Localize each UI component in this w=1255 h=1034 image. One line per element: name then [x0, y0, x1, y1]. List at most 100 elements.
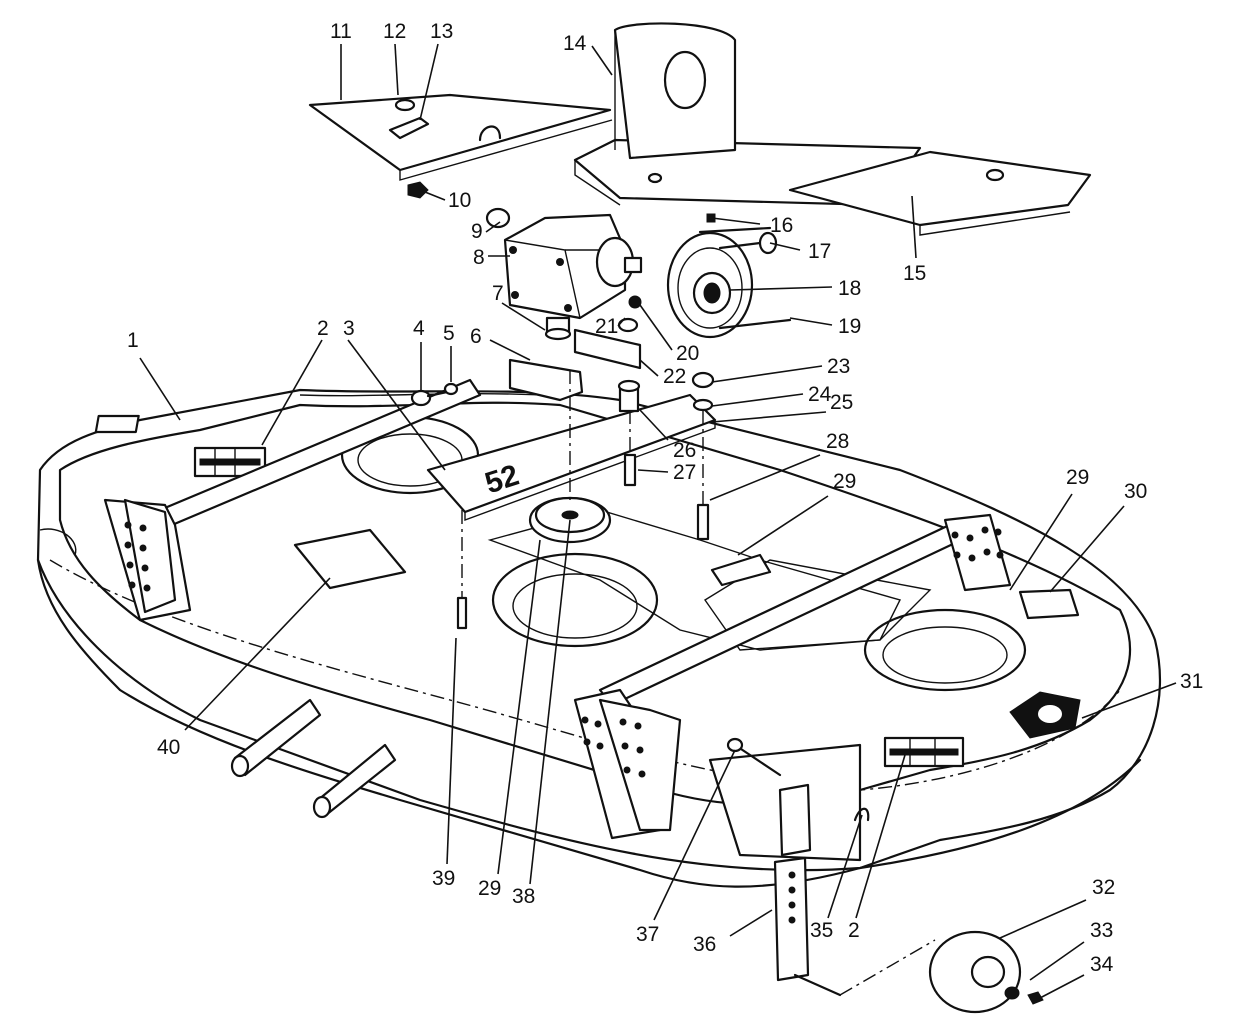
- callout-c32: 32: [1092, 876, 1115, 899]
- nut-23: [691, 371, 715, 389]
- leader-line-c18: [729, 286, 833, 291]
- hardware-39: [456, 510, 468, 630]
- callout-c37: 37: [636, 923, 659, 946]
- callout-c29b: 29: [833, 470, 856, 493]
- leader-line-c21: [617, 317, 626, 327]
- callout-c29c: 29: [478, 877, 501, 900]
- callout-c40: 40: [157, 736, 180, 759]
- callout-c13: 13: [430, 20, 453, 43]
- leader-line-c30: [1049, 505, 1125, 593]
- callout-c22: 22: [663, 365, 686, 388]
- deck-center-panel: [487, 509, 902, 651]
- leader-line-c22: [639, 359, 659, 377]
- leader-line-c29a: [1009, 493, 1073, 591]
- leader-line-c15: [911, 195, 917, 259]
- callout-c12: 12: [383, 20, 406, 43]
- leader-line-c6: [489, 339, 531, 361]
- callout-c20: 20: [676, 342, 699, 365]
- washer-12: [394, 98, 416, 112]
- pin-35: [853, 807, 870, 822]
- decal-29-center: [710, 553, 772, 587]
- gauge-wheel: [928, 930, 1044, 1014]
- bolt-17: [718, 231, 778, 255]
- belt-19: [698, 226, 792, 330]
- front-hanger-rod-right: [573, 513, 1012, 840]
- leader-line-c1: [139, 357, 181, 421]
- callout-c38: 38: [512, 885, 535, 908]
- leader-line-c28: [709, 454, 821, 501]
- gearbox-mount-plate: 52: [426, 393, 717, 522]
- clip-13: [388, 116, 430, 140]
- leader-line-c39: [446, 637, 457, 865]
- callout-c24: 24: [808, 383, 832, 406]
- leader-line-c26: [639, 409, 669, 441]
- leader-line-c7: [501, 302, 546, 331]
- leader-line-c14: [591, 45, 613, 76]
- drive-pulley: [666, 231, 754, 339]
- callout-c33: 33: [1090, 919, 1113, 942]
- leader-line-c23: [711, 365, 823, 383]
- callout-c14: 14: [563, 32, 587, 55]
- leader-line-c10: [419, 189, 446, 201]
- callout-c7: 7: [492, 282, 504, 305]
- leader-line-c36: [729, 909, 773, 937]
- callout-c4: 4: [413, 317, 425, 340]
- callout-c30: 30: [1124, 480, 1147, 503]
- callout-c5: 5: [443, 322, 455, 345]
- callout-c35: 35: [810, 919, 833, 942]
- bracket-21: [573, 328, 642, 370]
- leader-line-c16: [711, 217, 761, 225]
- leader-line-c25: [711, 411, 827, 423]
- callout-c29a: 29: [1066, 466, 1089, 489]
- leader-line-c13: [419, 43, 439, 121]
- washer-24: [692, 398, 714, 541]
- bolt-4: [410, 389, 449, 407]
- front-hanger-rod-left: [103, 378, 482, 622]
- callout-c31: 31: [1180, 670, 1203, 693]
- leader-line-c27: [637, 469, 669, 473]
- leader-line-c35: [827, 814, 863, 919]
- callout-c2a: 2: [317, 317, 329, 340]
- callout-c15: 15: [903, 262, 926, 285]
- bolt-27: [623, 410, 637, 487]
- leader-line-c40: [184, 577, 331, 731]
- washer-5: [443, 382, 459, 396]
- callout-c6: 6: [470, 325, 482, 348]
- decal-rear-left: [94, 414, 140, 434]
- callout-c36: 36: [693, 933, 716, 956]
- gearbox: [503, 213, 643, 341]
- leader-line-c3: [347, 339, 446, 471]
- leader-line-c17: [769, 242, 801, 251]
- leader-line-c34: [1039, 974, 1085, 999]
- callout-c21: 21: [595, 315, 618, 338]
- decal-40-safety: [293, 528, 407, 590]
- plug-9: [485, 207, 511, 229]
- callout-c11: 11: [330, 20, 352, 43]
- decal-30: [1018, 588, 1080, 620]
- leader-line-c38: [529, 519, 571, 885]
- leader-line-c9: [485, 221, 501, 233]
- leader-line-c19: [789, 317, 833, 326]
- leader-line-c2b: [855, 754, 906, 919]
- callout-c1: 1: [127, 329, 139, 352]
- front-axle-pins: [39, 528, 397, 819]
- callout-c2b: 2: [848, 919, 860, 942]
- leader-line-c37: [653, 749, 736, 921]
- leader-line-c31: [1081, 682, 1177, 719]
- decal-instruction-right: [883, 736, 965, 768]
- callout-c28: 28: [826, 430, 849, 453]
- callout-c19: 19: [838, 315, 861, 338]
- callout-c16: 16: [770, 214, 793, 237]
- set-screw-20: [628, 295, 642, 309]
- leader-line-c29b: [737, 495, 829, 556]
- leader-line-c24: [711, 393, 804, 407]
- nut-10: [407, 181, 429, 199]
- leader-line-c2a: [261, 339, 323, 446]
- blade-housing-center: [491, 552, 659, 648]
- callout-c23: 23: [827, 355, 850, 378]
- callout-c3: 3: [343, 317, 355, 340]
- bracket-6: [508, 358, 584, 402]
- callout-c39: 39: [432, 867, 455, 890]
